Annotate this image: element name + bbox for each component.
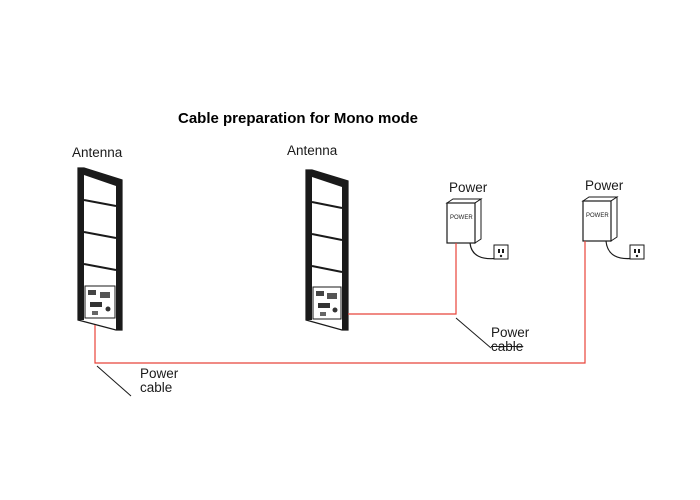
power-cable-left <box>94 241 586 364</box>
cable-label-left: Power cable <box>140 367 178 395</box>
power-cable-middle <box>348 243 457 315</box>
cable-label-middle: Power cable <box>491 326 529 354</box>
antenna-middle <box>305 169 349 331</box>
cable-label-middle-line2: cable <box>491 339 524 354</box>
cable-label-left-line1: Power <box>140 366 179 381</box>
psu-box-text-middle: POWER <box>450 215 473 221</box>
antenna-label-left: Antenna <box>72 145 123 160</box>
cable-label-middle-line1: Power <box>491 325 530 340</box>
antenna-left <box>77 167 123 331</box>
power-supply-right: POWER <box>581 196 645 260</box>
cable-label-left-line2: cable <box>140 380 173 395</box>
power-label-middle: Power <box>449 180 488 195</box>
psu-box-text-right: POWER <box>586 213 609 219</box>
power-supply-middle: POWER <box>445 198 509 260</box>
power-label-right: Power <box>585 178 624 193</box>
cable-leader-left <box>96 365 132 397</box>
diagram-title: Cable preparation for Mono mode <box>178 110 419 127</box>
cable-leader-middle <box>455 317 492 349</box>
power-cables <box>94 241 586 364</box>
antenna-label-middle: Antenna <box>287 143 338 158</box>
